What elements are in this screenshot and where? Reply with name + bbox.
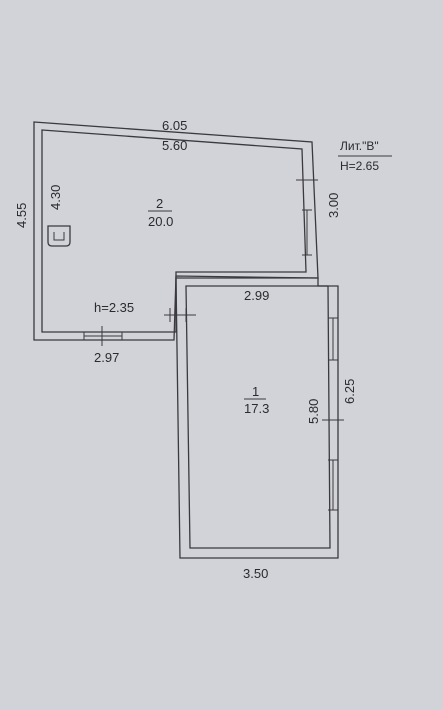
stove-icon xyxy=(47,225,71,247)
room-1-area: 17.3 xyxy=(244,401,269,416)
dim-room1-top: 2.99 xyxy=(244,288,269,303)
literal-label: Лит."В" xyxy=(340,139,379,153)
stove-icon-inner xyxy=(53,232,65,241)
room-2-number: 2 xyxy=(156,196,163,211)
dim-right-upper: 3.00 xyxy=(326,193,341,218)
room-1-inner-wall xyxy=(185,285,331,549)
dim-bottom: 3.50 xyxy=(243,566,268,581)
ceiling-note: h=2.35 xyxy=(94,300,134,315)
room-2-inner-wall xyxy=(41,129,307,333)
dim-room1-inner-height: 5.80 xyxy=(306,399,321,424)
dim-left-outer: 4.55 xyxy=(14,203,29,228)
room-2-area: 20.0 xyxy=(148,214,173,229)
room-1-number: 1 xyxy=(252,384,259,399)
dim-room1-outer-height: 6.25 xyxy=(342,379,357,404)
dim-left-inner: 4.30 xyxy=(48,185,63,210)
dim-top-outer: 6.05 xyxy=(162,118,187,133)
dim-bottom-left: 2.97 xyxy=(94,350,119,365)
room-1-outer-wall xyxy=(175,277,339,559)
height-label: H=2.65 xyxy=(340,159,379,173)
dim-top-inner: 5.60 xyxy=(162,138,187,153)
